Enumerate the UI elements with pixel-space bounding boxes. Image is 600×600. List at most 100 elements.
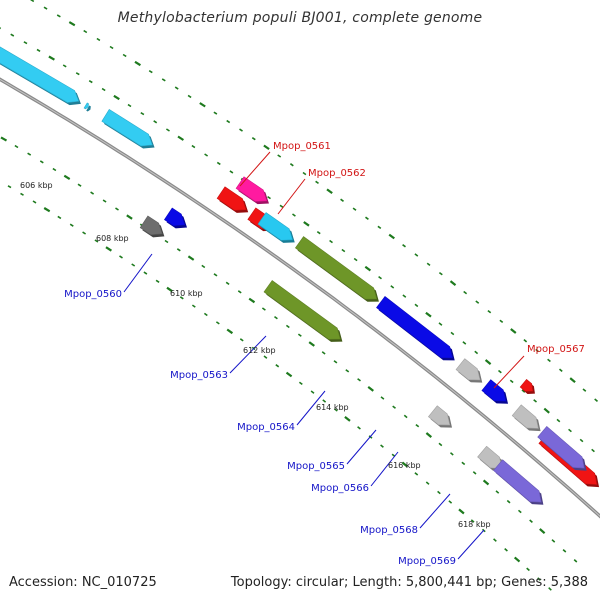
tick-mark: [174, 86, 179, 90]
tick-mark: [165, 128, 170, 132]
tick-mark: [68, 21, 76, 27]
tick-mark: [474, 350, 479, 355]
tick-mark: [380, 396, 385, 400]
tick-mark: [470, 519, 475, 523]
tick-mark: [475, 300, 480, 304]
gene-mpop-0565: [455, 358, 481, 381]
tick-mark: [285, 371, 293, 378]
tick-mark: [297, 333, 302, 337]
tick-mark: [402, 244, 406, 248]
tick-mark: [506, 499, 511, 504]
tick-mark: [579, 438, 584, 443]
tick-mark: [509, 379, 514, 384]
tick-mark: [179, 296, 184, 300]
tick-mark: [176, 248, 181, 252]
tick-mark: [568, 428, 572, 433]
tick-mark: [529, 519, 533, 523]
tick-mark: [594, 398, 599, 403]
tick-mark: [523, 338, 528, 343]
tick-mark: [52, 167, 57, 172]
tick-mark: [279, 204, 284, 208]
tick-mark: [0, 136, 8, 142]
tick-mark: [127, 103, 132, 108]
gene-mpop-0564: [376, 296, 453, 359]
gene-mpop-0566: [481, 379, 507, 402]
tick-mark: [390, 285, 395, 289]
tick-mark: [248, 297, 256, 304]
tick-mark: [56, 14, 61, 18]
tick-mark: [239, 128, 243, 132]
tick-mark: [414, 472, 419, 476]
leader-mpop-0569: [457, 529, 485, 560]
tick-mark: [203, 312, 208, 317]
tick-mark: [115, 207, 119, 211]
tick-mark: [199, 102, 206, 108]
tick-mark: [122, 53, 127, 58]
tick-mark: [539, 528, 546, 535]
tick-mark: [329, 239, 333, 244]
extra-feature: [263, 280, 341, 340]
tick-mark: [36, 48, 41, 52]
tick-mark: [493, 538, 497, 542]
tick-mark: [229, 170, 234, 174]
tick-mark: [591, 448, 595, 453]
tick-mark: [119, 255, 123, 259]
gene-mpop-0567: [519, 378, 534, 392]
tick-mark: [401, 461, 409, 468]
tick-mark: [345, 369, 350, 373]
tick-mark: [569, 377, 576, 384]
tick-label: 606 kbp: [20, 181, 53, 190]
flank-feature: [83, 102, 89, 110]
tick-mark: [69, 223, 74, 227]
tick-mark: [0, 27, 2, 30]
tick-mark: [463, 290, 468, 295]
tick-mark: [482, 479, 490, 486]
tick-mark: [425, 432, 433, 438]
tick-mark: [143, 271, 148, 275]
tick-label: 610 kbp: [170, 289, 203, 298]
tick-mark: [537, 577, 541, 581]
leader-mpop-0560: [123, 253, 153, 293]
tick-mark: [448, 500, 453, 504]
tick-mark: [213, 111, 218, 115]
tick-label: 614 kbp: [316, 403, 349, 412]
tick-mark: [315, 180, 319, 185]
tick-mark: [392, 405, 396, 409]
tick-mark: [438, 271, 443, 276]
leader-mpop-0568: [419, 493, 451, 529]
gene-labels: Mpop_0560Mpop_0561Mpop_0562Mpop_0563Mpop…: [64, 141, 585, 567]
tick-mark: [177, 135, 184, 141]
topology-text: Topology: circular; Length: 5,800,441 bp…: [230, 575, 588, 590]
tick-mark: [548, 587, 552, 591]
tick-mark: [267, 195, 271, 200]
tick-mark: [7, 185, 12, 189]
tick-mark: [77, 183, 82, 187]
tick-mark: [367, 386, 374, 392]
tick-mark: [326, 188, 333, 194]
tick-mark: [215, 321, 220, 325]
gene-label-mpop-0563: Mpop_0563: [170, 370, 228, 381]
leader-mpop-0564: [296, 390, 326, 426]
tick-label: 608 kbp: [96, 234, 129, 243]
tick-mark: [226, 119, 231, 124]
tick-mark: [226, 328, 234, 335]
tick-mark: [48, 55, 55, 61]
tick-mark: [308, 341, 315, 347]
gene-mpop-0563: [294, 236, 378, 300]
extra-feature: [139, 215, 163, 236]
tick-mark: [526, 567, 530, 572]
leader-mpop-0565: [346, 429, 377, 465]
tick-mark: [88, 80, 93, 84]
tick-mark: [161, 78, 166, 82]
tick-mark: [437, 490, 441, 495]
tick-mark: [275, 364, 280, 368]
tick-mark: [333, 360, 338, 364]
tick-mark: [27, 152, 32, 156]
accession-text: Accession: NC_010725: [9, 575, 157, 590]
tick-mark: [237, 290, 242, 294]
tick-mark: [497, 369, 502, 374]
tick-mark: [140, 112, 145, 116]
